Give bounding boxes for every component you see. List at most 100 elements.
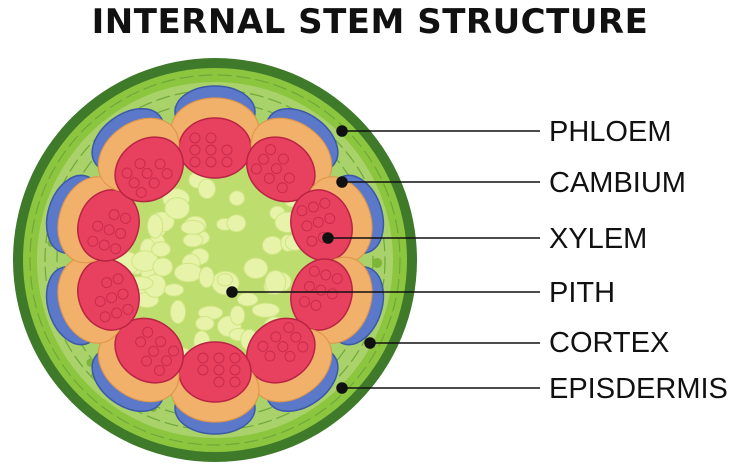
xylem-cell xyxy=(283,322,295,334)
xylem-cell xyxy=(197,352,209,364)
xylem-cell xyxy=(263,172,275,184)
pith-cell xyxy=(243,257,269,279)
xylem-cell xyxy=(229,352,241,364)
xylem-cell xyxy=(221,144,233,156)
xylem-cell xyxy=(103,224,115,236)
xylem-cell xyxy=(148,345,160,357)
label-pith: PITH xyxy=(549,277,615,309)
xylem-cell xyxy=(312,216,324,228)
vascular-bundle xyxy=(91,107,184,203)
xylem-cell xyxy=(205,156,217,168)
diagram-title: INTERNAL STEM STRUCTURE xyxy=(91,2,649,42)
pointer-dot-pith xyxy=(226,286,238,298)
xylem-cell xyxy=(298,296,310,308)
xylem-cell xyxy=(111,307,123,319)
pith-cell xyxy=(216,273,233,287)
xylem-cell xyxy=(115,228,127,240)
label-epidermis: EPISDERMIS xyxy=(549,373,728,405)
xylem-cell xyxy=(257,340,269,352)
xylem-cell xyxy=(134,158,146,170)
xylem-cell xyxy=(290,331,302,343)
xylem-cell xyxy=(306,235,318,247)
pith-cell xyxy=(195,316,215,331)
xylem-cell xyxy=(308,265,320,277)
xylem-cell xyxy=(135,336,147,348)
pith-cell xyxy=(226,214,247,233)
xylem-cell xyxy=(92,220,104,232)
xylem-cell xyxy=(141,167,153,179)
pith-cell xyxy=(182,233,204,248)
xylem-cell xyxy=(319,197,331,209)
xylem-cell xyxy=(155,336,167,348)
pointer-dot-xylem xyxy=(322,232,334,244)
pith-cell xyxy=(163,283,185,297)
xylem-cell xyxy=(161,355,173,367)
xylem-cell xyxy=(87,235,99,247)
xylem-cell xyxy=(277,153,289,165)
xylem-cell xyxy=(99,311,111,323)
cortex-cell xyxy=(372,258,383,268)
pith-cell xyxy=(180,219,205,235)
xylem-cell xyxy=(301,220,313,232)
pith-cell xyxy=(152,257,173,277)
pointer-dot-phloem xyxy=(336,125,348,137)
xylem-cell xyxy=(110,243,122,255)
xylem-cell xyxy=(284,350,296,362)
xylem-cell xyxy=(141,355,153,367)
pith-cell xyxy=(236,292,259,307)
xylem-cell xyxy=(122,303,134,315)
xylem-cell xyxy=(197,364,209,376)
pith-cell xyxy=(173,262,203,283)
pointer-dot-cortex xyxy=(364,337,376,349)
xylem-cell xyxy=(320,269,332,281)
pith-cell xyxy=(251,302,280,318)
vascular-bundle xyxy=(170,341,260,435)
xylem-cell xyxy=(307,201,319,213)
pith-cell xyxy=(261,235,284,255)
xylem-cell xyxy=(250,163,262,175)
xylem-cell xyxy=(135,186,147,198)
xylem-cell xyxy=(265,144,277,156)
xylem-cell xyxy=(161,168,173,180)
xylem-cell xyxy=(189,132,201,144)
xylem-cell xyxy=(101,277,113,289)
vascular-bundle xyxy=(246,317,339,413)
pith-cell xyxy=(147,213,164,239)
xylem-cell xyxy=(303,280,315,292)
xylem-cell xyxy=(205,144,217,156)
xylem-cell xyxy=(229,364,241,376)
xylem-cell xyxy=(213,352,225,364)
xylem-tissue xyxy=(178,341,252,403)
xylem-cell xyxy=(154,158,166,170)
pith-cell xyxy=(151,241,171,258)
pith-cell xyxy=(264,270,287,295)
xylem-cell xyxy=(153,364,165,376)
xylem-cell xyxy=(324,212,336,224)
xylem-cell xyxy=(331,273,343,285)
xylem-cell xyxy=(221,156,233,168)
xylem-cell xyxy=(213,364,225,376)
xylem-cell xyxy=(270,331,282,343)
label-phloem: PHLOEM xyxy=(549,116,671,148)
xylem-cell xyxy=(283,172,295,184)
vascular-bundle xyxy=(290,174,385,264)
xylem-cell xyxy=(297,341,309,353)
xylem-cell xyxy=(257,153,269,165)
xylem-cell xyxy=(276,182,288,194)
label-cambium: CAMBIUM xyxy=(549,167,686,199)
xylem-cell xyxy=(106,292,118,304)
xylem-cell xyxy=(142,326,154,338)
pith-cell xyxy=(229,305,246,326)
xylem-cell xyxy=(205,132,217,144)
vascular-bundle xyxy=(45,256,140,346)
vascular-bundle xyxy=(290,256,385,346)
xylem-cell xyxy=(94,296,106,308)
pith-cell xyxy=(169,299,187,324)
xylem-cell xyxy=(189,144,201,156)
pointer-lines xyxy=(226,125,540,394)
pith-cell xyxy=(228,190,245,206)
pith-cell xyxy=(198,266,215,289)
xylem-cell xyxy=(229,376,241,388)
xylem-cell xyxy=(98,239,110,251)
